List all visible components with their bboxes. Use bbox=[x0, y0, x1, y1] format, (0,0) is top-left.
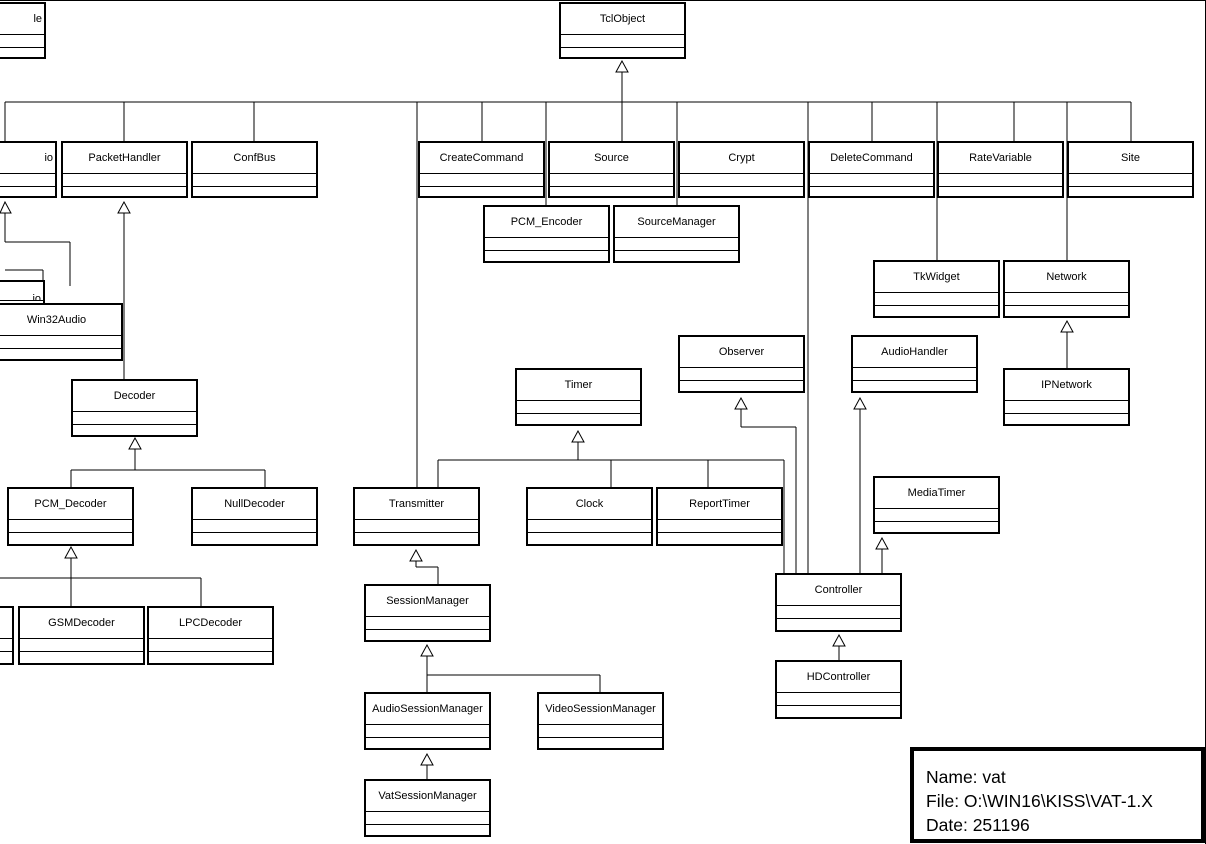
class-pcm-decoder: PCM_Decoder bbox=[7, 487, 134, 546]
class-tclobject: TclObject bbox=[559, 2, 686, 59]
observer-arrowhead bbox=[734, 396, 748, 410]
class-pcm-encoder: PCM_Encoder bbox=[483, 205, 610, 263]
audio-arrowhead bbox=[0, 200, 12, 214]
class-mediatimer: MediaTimer bbox=[873, 476, 1000, 534]
sessionmanager-arrowhead bbox=[420, 643, 434, 657]
class-transmitter: Transmitter bbox=[353, 487, 480, 546]
packethandler-arrowhead bbox=[117, 200, 131, 214]
class-source: Source bbox=[548, 141, 675, 198]
diagram-date: Date: 251196 bbox=[926, 815, 1030, 835]
class-timer: Timer bbox=[515, 368, 642, 426]
decoder-arrowhead bbox=[128, 436, 142, 450]
class-vatsessionmanager: VatSessionManager bbox=[364, 779, 491, 837]
class-hdcontroller: HDController bbox=[775, 660, 902, 719]
diagram-file: File: O:\WIN16\KISS\VAT-1.X bbox=[926, 791, 1153, 811]
diagram-name: Name: vat bbox=[926, 767, 1006, 787]
class-clock: Clock bbox=[526, 487, 653, 546]
class-deletecommand: DeleteCommand bbox=[808, 141, 935, 198]
pcm-decoder-arrowhead bbox=[64, 545, 78, 559]
class-packethandler: PacketHandler bbox=[61, 141, 188, 198]
audiohandler-arrowhead bbox=[853, 396, 867, 410]
class-reporttimer: ReportTimer bbox=[656, 487, 783, 546]
class-audio-partial: io bbox=[0, 141, 57, 198]
class-nulldecoder: NullDecoder bbox=[191, 487, 318, 546]
class-sessionmanager: SessionManager bbox=[364, 584, 491, 642]
class-audiosessionmanager: AudioSessionManager bbox=[364, 692, 491, 750]
class-ratevariable: RateVariable bbox=[937, 141, 1064, 198]
class-audiohandler: AudioHandler bbox=[851, 335, 978, 393]
class-site: Site bbox=[1067, 141, 1194, 198]
class-tkwidget: TkWidget bbox=[873, 260, 1000, 318]
controller-arrowhead bbox=[832, 633, 846, 647]
class-decoder-partial bbox=[0, 606, 14, 665]
tclobject-arrowhead bbox=[615, 59, 629, 73]
class-sourcemanager: SourceManager bbox=[613, 205, 740, 263]
diagram-info-box: Name: vat File: O:\WIN16\KISS\VAT-1.X Da… bbox=[910, 747, 1205, 843]
audiosessionmanager-arrowhead bbox=[420, 752, 434, 766]
timer-arrowhead bbox=[571, 429, 585, 443]
class-win32audio: Win32Audio bbox=[0, 303, 123, 361]
class-table-partial: le bbox=[0, 2, 46, 59]
class-videosessionmanager: VideoSessionManager bbox=[537, 692, 664, 750]
class-crypt: Crypt bbox=[678, 141, 805, 198]
class-lpcdecoder: LPCDecoder bbox=[147, 606, 274, 665]
network-arrowhead bbox=[1060, 319, 1074, 333]
transmitter-arrowhead bbox=[409, 548, 423, 562]
class-createcommand: CreateCommand bbox=[418, 141, 545, 198]
class-ipnetwork: IPNetwork bbox=[1003, 368, 1130, 426]
class-gsmdecoder: GSMDecoder bbox=[18, 606, 145, 665]
class-confbus: ConfBus bbox=[191, 141, 318, 198]
class-decoder: Decoder bbox=[71, 379, 198, 437]
class-observer: Observer bbox=[678, 335, 805, 393]
mediatimer-arrowhead bbox=[875, 536, 889, 550]
class-controller: Controller bbox=[775, 573, 902, 632]
class-network: Network bbox=[1003, 260, 1130, 318]
